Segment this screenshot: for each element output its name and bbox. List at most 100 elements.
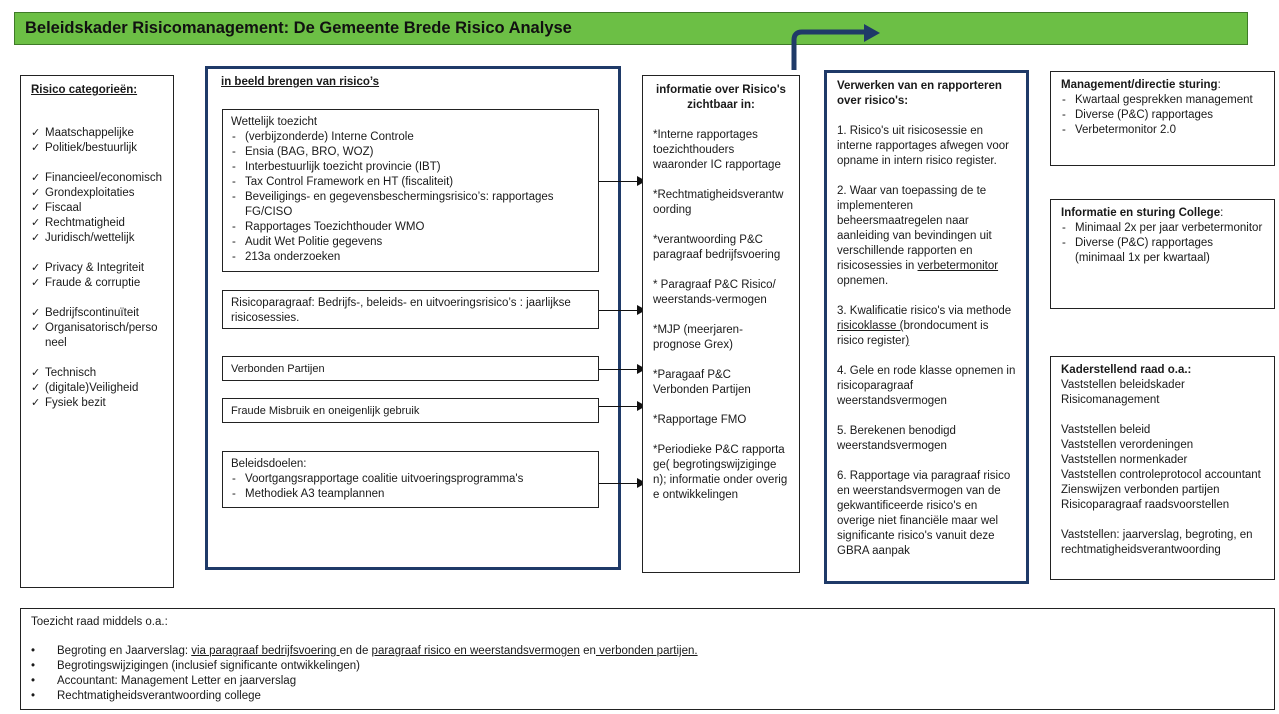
informatie-item: *verantwoording P&C paragraaf bedrijfsvo… [653, 234, 781, 261]
verbonden-text: Verbonden Partijen [231, 363, 325, 375]
college-list: Minimaal 2x per jaar verbetermonitor Div… [1061, 221, 1264, 266]
risk-categories-heading: Risico categorieën: [31, 84, 138, 96]
kaderstellend-heading: Kaderstellend raad o.a.: [1061, 364, 1192, 376]
verbetermonitor-link[interactable]: verbetermonitor [917, 260, 999, 272]
list-item: Audit Wet Politie gegevens [231, 235, 590, 250]
beleidsdoelen-heading: Beleidsdoelen: [231, 458, 307, 470]
arrow-line [599, 310, 637, 311]
arrow-head [637, 478, 646, 488]
list-item: Diverse (P&C) rapportages (minimaal 1x p… [1061, 236, 1264, 266]
college-heading: Informatie en sturing College: [1061, 207, 1224, 219]
informatie-heading: informatie over Risico's zichtbaar in: [656, 84, 786, 111]
verwerken-box: Verwerken van en rapporteren over risico… [824, 70, 1029, 584]
verwerken-step: 4. Gele en rode klasse opnemen in risico… [837, 365, 1016, 407]
list-item: Diverse (P&C) rapportages [1061, 108, 1264, 123]
toezicht-box: Toezicht raad middels o.a.: Begroting en… [20, 608, 1275, 710]
list-item: Methodiek A3 teamplannen [231, 487, 590, 502]
risk-category: ✓Grondexploitaties [31, 187, 135, 199]
risk-category: ✓Maatschappelijke [31, 127, 134, 139]
kaderstellend-line: Vaststellen beleid [1061, 424, 1151, 436]
risk-category: ✓Organisatorisch/perso neel [31, 322, 158, 349]
risicoparagraaf-text: Risicoparagraaf: Bedrijfs-, beleids- en … [231, 297, 571, 324]
list-item: Begrotingswijzigingen (inclusief signifi… [31, 659, 1264, 674]
beleidsdoelen-box: Beleidsdoelen: Voortgangsrapportage coal… [222, 451, 599, 508]
page-title: Beleidskader Risicomanagement: De Gemeen… [25, 19, 572, 37]
title-bar: Beleidskader Risicomanagement: De Gemeen… [14, 12, 1248, 45]
risk-category: ✓Financieel/economisch [31, 172, 162, 184]
wettelijk-toezicht-box: Wettelijk toezicht (verbijzonderde) Inte… [222, 109, 599, 272]
fraude-text: Fraude Misbruik en oneigenlijk gebruik [231, 405, 420, 417]
risk-category: ✓(digitale)Veiligheid [31, 382, 139, 394]
verwerken-step: 2. Waar van toepassing de te implementer… [837, 185, 999, 287]
risk-category: ✓Juridisch/wettelijk [31, 232, 135, 244]
risk-category: ✓Fiscaal [31, 202, 82, 214]
informatie-item: *Periodieke P&C rapportage( begrotingswi… [653, 444, 788, 501]
wettelijk-heading: Wettelijk toezicht [231, 116, 318, 128]
risk-category: ✓Bedrijfscontinuïteit [31, 307, 139, 319]
risk-category: ✓Fraude & corruptie [31, 277, 141, 289]
kaderstellend-line: Risicoparagraaf raadsvoorstellen [1061, 499, 1230, 511]
verwerken-step: 5. Berekenen benodigd weerstandsvermogen [837, 425, 956, 452]
kaderstellend-line: Zienswijzen verbonden partijen [1061, 484, 1220, 496]
arrow-line [599, 406, 637, 407]
list-item: Ensia (BAG, BRO, WOZ) [231, 145, 590, 160]
toezicht-heading: Toezicht raad middels o.a.: [31, 616, 168, 628]
informatie-item: *Paragaaf P&C Verbonden Partijen [653, 369, 751, 396]
list-item: Rapportages Toezichthouder WMO [231, 220, 590, 235]
management-list: Kwartaal gesprekken management Diverse (… [1061, 93, 1264, 138]
risk-category-list: ✓Maatschappelijke ✓Politiek/bestuurlijk … [31, 126, 163, 411]
risicoparagraaf-box: Risicoparagraaf: Bedrijfs-, beleids- en … [222, 290, 599, 329]
risk-category: ✓Politiek/bestuurlijk [31, 142, 138, 154]
informatie-item: * Paragraaf P&C Risico/ weerstands-vermo… [653, 279, 776, 306]
fraude-box: Fraude Misbruik en oneigenlijk gebruik [222, 398, 599, 423]
informatie-item: *Rapportage FMO [653, 414, 747, 426]
list-item: Voortgangsrapportage coalitie uitvoering… [231, 472, 590, 487]
verwerken-step: 1. Risico's uit risicosessie en interne … [837, 125, 1009, 167]
wettelijk-list: (verbijzonderde) Interne Controle Ensia … [231, 130, 590, 265]
list-item: Kwartaal gesprekken management [1061, 93, 1264, 108]
beleidsdoelen-list: Voortgangsrapportage coalitie uitvoering… [231, 472, 590, 502]
arrow-head [637, 364, 646, 374]
management-box: Management/directie sturing: Kwartaal ge… [1050, 71, 1275, 166]
verwerken-step: 6. Rapportage via paragraaf risico en we… [837, 470, 1011, 557]
risk-category: ✓Rechtmatigheid [31, 217, 125, 229]
verwerken-step: 3. Kwalificatie risico's via methode ris… [837, 305, 1012, 347]
informatie-box: informatie over Risico's zichtbaar in: *… [642, 75, 800, 573]
arrow-line [599, 181, 637, 182]
informatie-item: *MJP (meerjaren-prognose Grex) [653, 324, 743, 351]
kaderstellend-line: Vaststellen normenkader [1061, 454, 1188, 466]
list-item: Tax Control Framework en HT (fiscaliteit… [231, 175, 590, 190]
curved-arrow [791, 24, 880, 70]
arrow-head [637, 401, 646, 411]
list-item: Rechtmatigheidsverantwoording college [31, 689, 1264, 704]
risicoklasse-link[interactable]: risicoklasse ( [837, 320, 904, 332]
arrow-line [599, 369, 637, 370]
risk-category: ✓Fysiek bezit [31, 397, 106, 409]
informatie-item: *Interne rapportages toezichthouders waa… [653, 129, 781, 171]
list-item: Interbestuurlijk toezicht provincie (IBT… [231, 160, 590, 175]
list-item: Begroting en Jaarverslag: via paragraaf … [31, 644, 1264, 659]
arrow-head [637, 305, 646, 315]
college-box: Informatie en sturing College: Minimaal … [1050, 199, 1275, 309]
kaderstellend-line: Vaststellen verordeningen [1061, 439, 1194, 451]
verwerken-heading: Verwerken van en rapporteren over risico… [837, 80, 1002, 107]
list-item: Beveiligings- en gegevensbeschermingsris… [231, 190, 590, 220]
informatie-item: *Rechtmatigheidsverantwoording [653, 189, 784, 216]
arrow-head [637, 176, 646, 186]
verbonden-partijen-box: Verbonden Partijen [222, 356, 599, 381]
kaderstellend-line: Vaststellen: jaarverslag, begroting, en … [1061, 529, 1253, 556]
list-item: Verbetermonitor 2.0 [1061, 123, 1264, 138]
risk-category: ✓Privacy & Integriteit [31, 262, 145, 274]
arrow-line [599, 483, 637, 484]
in-beeld-heading: in beeld brengen van risico’s [221, 76, 380, 88]
toezicht-list: Begroting en Jaarverslag: via paragraaf … [31, 644, 1264, 704]
kaderstellend-line: Vaststellen beleidskader Risicomanagemen… [1061, 379, 1185, 406]
kaderstellend-line: Vaststellen controleprotocol accountant [1061, 469, 1261, 481]
list-item: (verbijzonderde) Interne Controle [231, 130, 590, 145]
management-heading: Management/directie sturing: [1061, 79, 1221, 91]
list-item: 213a onderzoeken [231, 250, 590, 265]
list-item: Accountant: Management Letter en jaarver… [31, 674, 1264, 689]
risk-categories-box: Risico categorieën: ✓Maatschappelijke ✓P… [20, 75, 174, 588]
risk-category: ✓Technisch [31, 367, 97, 379]
list-item: Minimaal 2x per jaar verbetermonitor [1061, 221, 1264, 236]
